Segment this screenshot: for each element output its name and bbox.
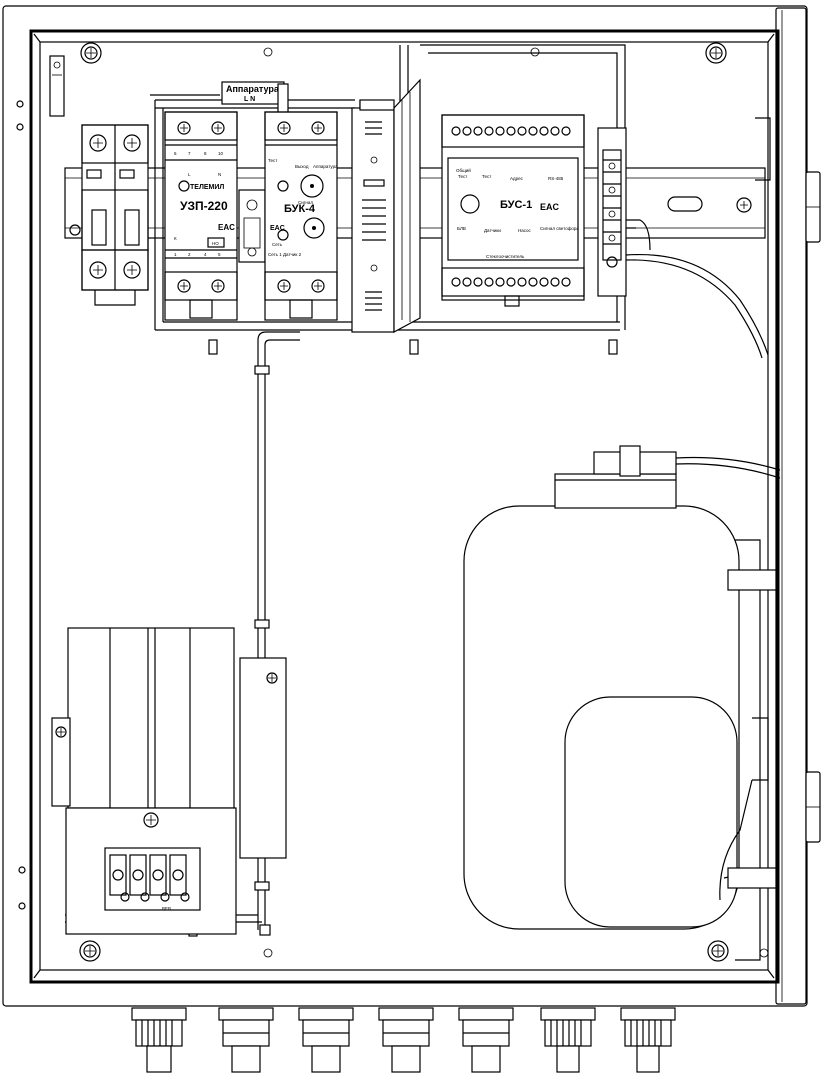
bus-mid-right-label: Сигнал светофора — [540, 226, 579, 231]
transformer-terminal-marks: ВЕВ — [162, 906, 171, 911]
bus-bottom-label: Стеклоочиститель — [486, 254, 525, 259]
transformer-terminal-block: ВЕВ — [104, 847, 201, 911]
cable-gland-7 — [620, 1007, 676, 1073]
corner-screw-top-right — [705, 42, 727, 64]
bus-mid-left-label: БЛВ — [457, 226, 466, 231]
cable-gland-5 — [458, 1007, 514, 1073]
bus-1-module: Общий Тест Тест Адрес RS-485 БУС-1 EAC Б… — [441, 114, 585, 307]
bus-model-label: БУС-1 — [500, 199, 532, 211]
terminal-block-small — [238, 189, 266, 263]
svg-text:7: 7 — [188, 151, 191, 156]
corner-screw-top-left — [80, 42, 102, 64]
transformer — [51, 627, 287, 935]
uzp-220-module: 6 7 8 10 L N ТЕЛЕМИЛ УЗП-220 EAC К НО 1 … — [164, 111, 238, 321]
buk-sub1-label: Сигнал — [298, 200, 313, 205]
circuit-breaker — [81, 124, 149, 306]
door-hinge-bottom — [805, 771, 821, 843]
door-hinge-top — [805, 171, 821, 243]
svg-text:2: 2 — [188, 252, 191, 257]
bus-top-terminals — [451, 126, 571, 136]
corner-screw-bottom-right — [707, 940, 729, 962]
left-latch — [49, 55, 65, 117]
buk-eac-label: EAC — [270, 225, 285, 232]
uzp-eac-label: EAC — [218, 223, 235, 232]
buk-top-left-label: Тест — [268, 158, 277, 163]
cable-gland-6 — [540, 1007, 596, 1073]
cable-gland-2 — [218, 1007, 274, 1073]
uzp-k-label: К — [174, 236, 177, 241]
external-cables — [625, 253, 781, 479]
buk-model-label: БУК-4 — [284, 203, 316, 215]
apparatus-terminal: Аппаратура L N — [221, 81, 289, 127]
uzp-model-label: УЗП-220 — [180, 199, 228, 213]
buk-top-mid-label: Выход — [295, 164, 309, 169]
bus-top-left-label: Общий — [456, 167, 471, 173]
bus-top-rs-label: RS-485 — [548, 176, 564, 181]
buk-sub2-label: Сеть — [272, 242, 283, 247]
uzp-brand-label: ТЕЛЕМИЛ — [190, 184, 224, 191]
svg-text:5: 5 — [218, 252, 221, 257]
svg-text:6: 6 — [174, 151, 177, 156]
cable-gland-3 — [298, 1007, 354, 1073]
bus-top-mid-label: Тест — [482, 174, 491, 179]
door-rivets — [16, 100, 26, 910]
uzp-n-label: N — [218, 172, 221, 177]
corner-screw-bottom-left — [79, 940, 101, 962]
svg-text:4: 4 — [204, 252, 207, 257]
bus-mid-sensors-label: Датчики — [484, 228, 501, 233]
bus-top-addr-label: Адрес — [510, 176, 524, 181]
apparatus-ln-label: L N — [244, 96, 255, 103]
svg-text:1: 1 — [174, 252, 177, 257]
cable-gland-1 — [131, 1007, 187, 1073]
tank-bracket — [727, 117, 777, 961]
buk-4-module: Тест Выход Аппаратура Сигнал БУК-4 EAC С… — [264, 111, 338, 321]
bus-mid-meter-label: Насос — [518, 228, 532, 233]
enclosure — [2, 5, 808, 1007]
uzp-l-label: L — [188, 172, 191, 177]
svg-text:8: 8 — [204, 151, 207, 156]
uzp-no-label: НО — [212, 241, 219, 246]
apparatus-label: Аппаратура — [226, 84, 280, 94]
bus-bottom-terminals — [451, 277, 571, 287]
buk-top-right-label: Аппаратура — [313, 164, 338, 169]
svg-text:10: 10 — [218, 151, 224, 156]
washer-tank — [463, 445, 761, 930]
power-supply-unit — [351, 78, 421, 334]
bus-top-left2-label: Тест — [458, 174, 467, 179]
cable-gland-4 — [378, 1007, 434, 1073]
bus-eac-label: EAC — [540, 202, 560, 212]
buk-bottom-label: Сеть 1 Датчик 2 — [268, 252, 302, 257]
terminal-strip-right — [597, 127, 651, 297]
